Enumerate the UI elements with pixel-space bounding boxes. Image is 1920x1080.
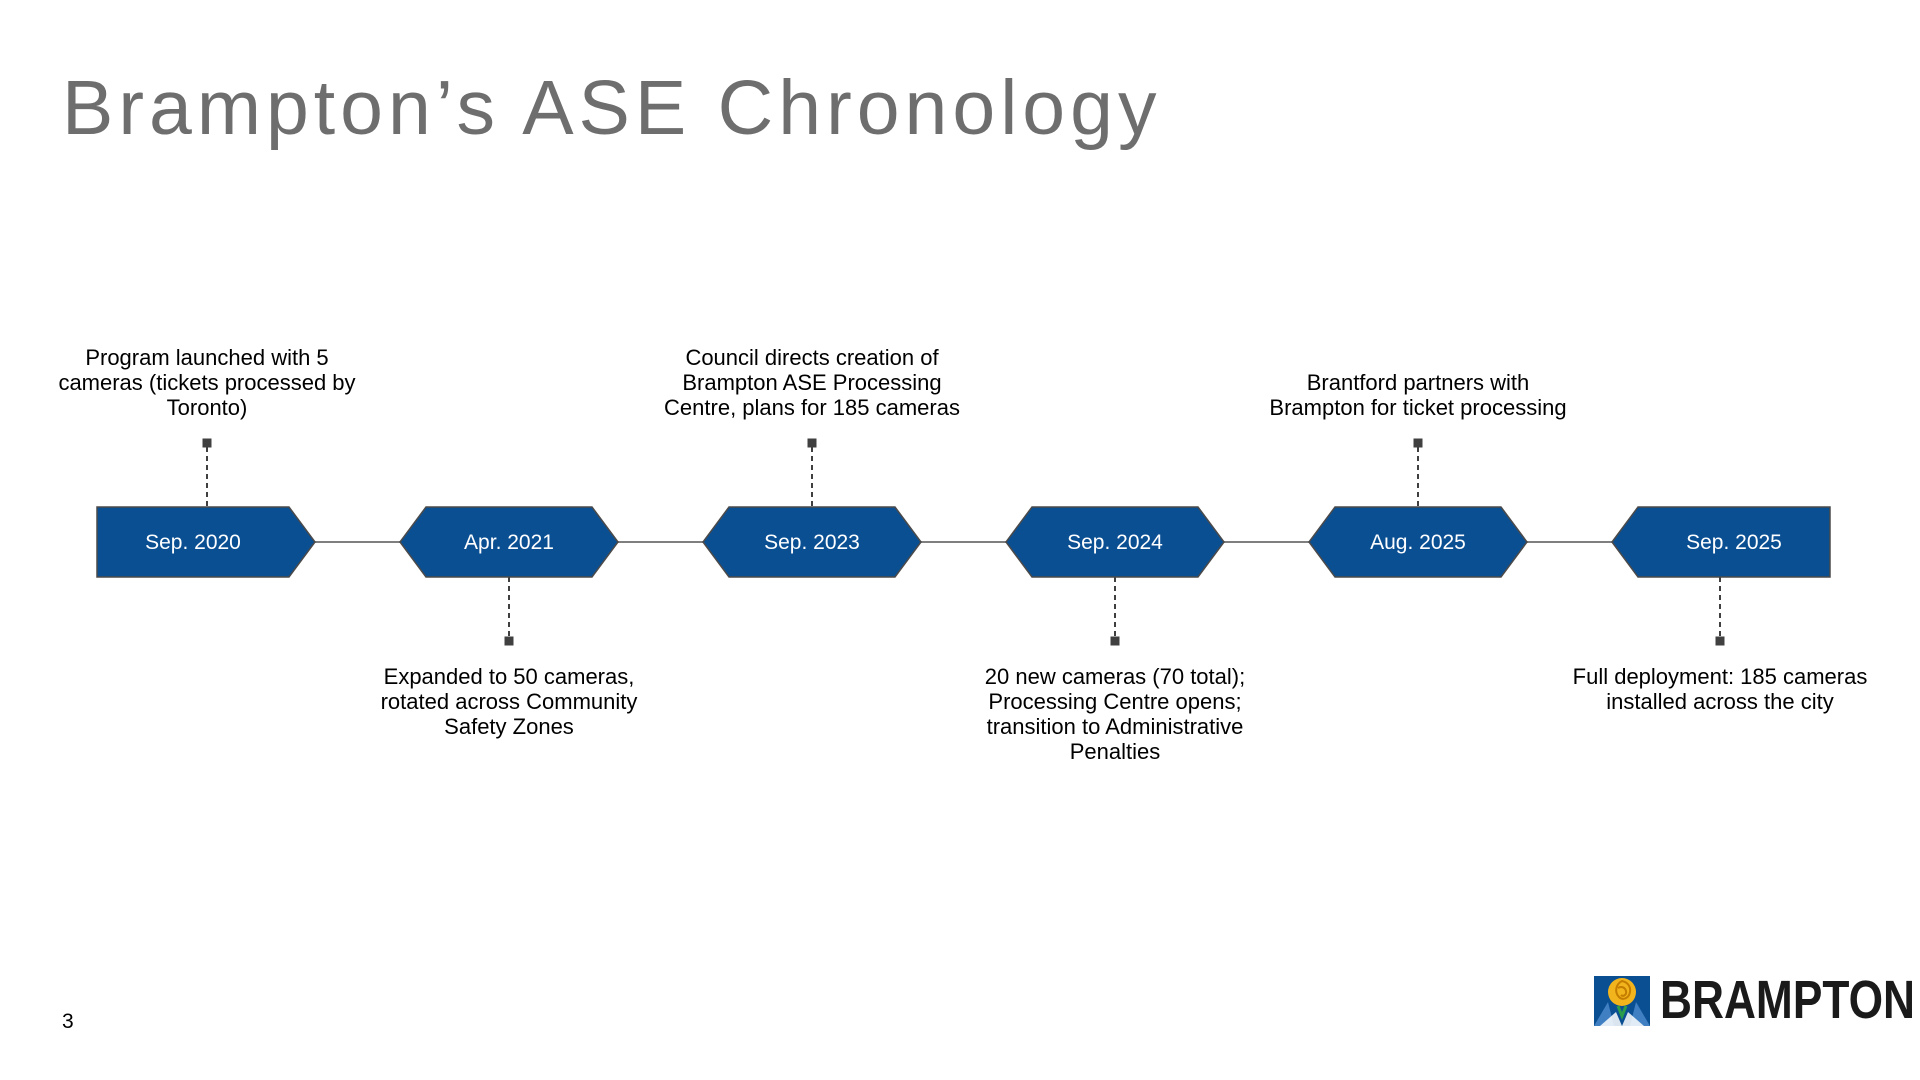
- milestone-shape-6: [1611, 506, 1831, 578]
- milestone-shape-4: [1005, 506, 1225, 578]
- page-title: Brampton’s ASE Chronology: [62, 65, 1162, 151]
- milestone-date-3: Sep. 2023: [764, 531, 860, 554]
- square-marker-icon: [202, 438, 212, 448]
- milestone-shape-1: [96, 506, 316, 578]
- event-description-3: Council directs creation of Brampton ASE…: [664, 345, 960, 420]
- milestone-date-5: Aug. 2025: [1370, 531, 1466, 554]
- square-marker-icon: [807, 438, 817, 448]
- event-description-6: Full deployment: 185 cameras installed a…: [1572, 664, 1868, 714]
- milestone-date-4: Sep. 2024: [1067, 531, 1163, 554]
- milestone-shape-3: [702, 506, 922, 578]
- logo-wordmark: BRAMPTON: [1660, 970, 1916, 1030]
- square-marker-icon: [1715, 636, 1725, 646]
- milestone-date-2: Apr. 2021: [464, 531, 554, 554]
- event-description-4: 20 new cameras (70 total); Processing Ce…: [984, 664, 1246, 764]
- milestone-date-1: Sep. 2020: [145, 531, 241, 554]
- milestone-date-6: Sep. 2025: [1686, 531, 1782, 554]
- brampton-logo: BRAMPTON: [1594, 972, 1920, 1028]
- milestone-shape-2: [399, 506, 619, 578]
- brampton-flower-logo-icon: [1594, 976, 1650, 1026]
- milestone-shape-5: [1308, 506, 1528, 578]
- square-marker-icon: [1413, 438, 1423, 448]
- event-description-2: Expanded to 50 cameras, rotated across C…: [380, 664, 638, 739]
- event-description-5: Brantford partners with Brampton for tic…: [1269, 370, 1567, 420]
- event-description-1: Program launched with 5 cameras (tickets…: [58, 345, 356, 420]
- page-number: 3: [62, 1010, 74, 1033]
- square-marker-icon: [504, 636, 514, 646]
- timeline-leaders: [202, 438, 1725, 646]
- timeline-milestones: Sep. 2020 Apr. 2021 Sep. 2023 Sep. 2024 Aug.…: [96, 506, 1831, 578]
- square-marker-icon: [1110, 636, 1120, 646]
